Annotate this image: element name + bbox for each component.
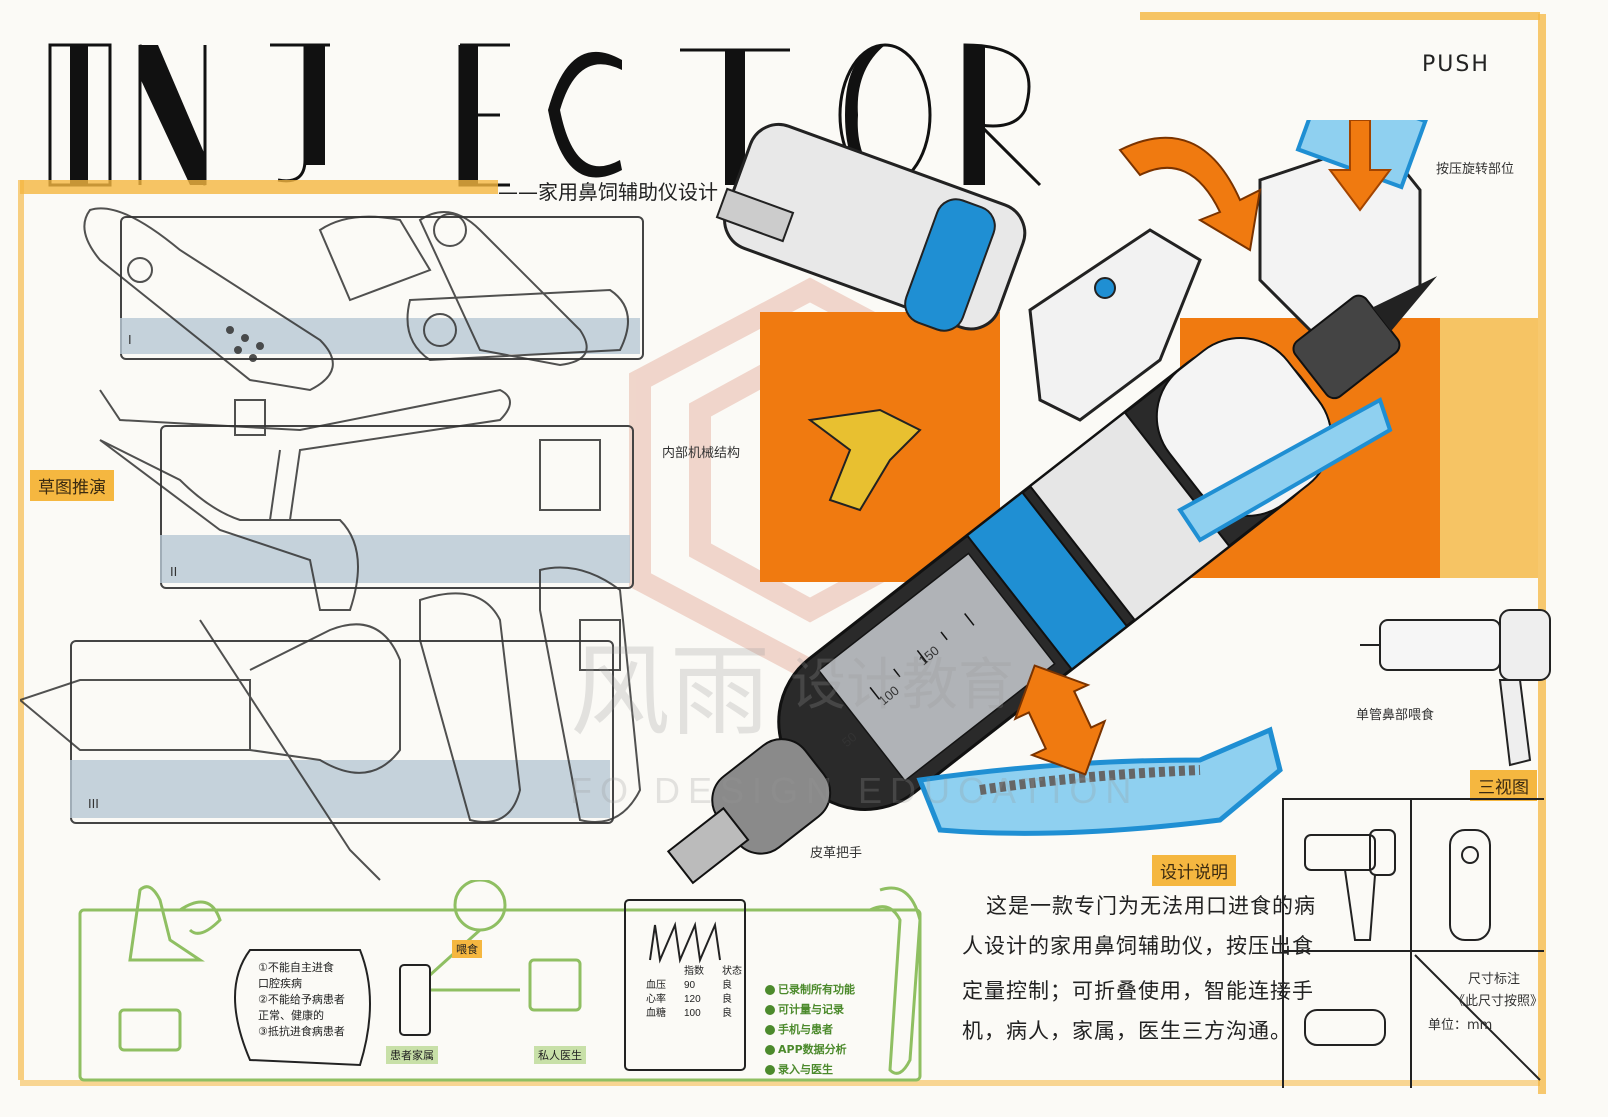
dimension-line-2: 《此尺寸按照》 — [1452, 994, 1544, 1009]
user-flow-diagram — [78, 880, 922, 1082]
note-leather-grip: 皮革把手 — [810, 846, 863, 861]
flow-table-header: 指数 状态 — [684, 966, 742, 977]
table-row: 血糖 100 良 — [646, 1008, 732, 1019]
list-item: 录入与医生 — [778, 1063, 833, 1076]
dimension-line-1: 尺寸标注 — [1468, 972, 1521, 987]
flow-features: 已录制所有功能 可计量与记录 手机与患者 APP数据分析 录入与医生 — [778, 980, 855, 1080]
roman-1: I — [128, 332, 132, 347]
note-press-rotate: 按压旋转部位 — [1436, 162, 1515, 177]
sketch-panel-2-shade — [160, 535, 630, 583]
sketch-panel-1-shade — [120, 318, 640, 354]
watermark-text-1: 风雨 — [570, 633, 770, 750]
frame-left-stroke — [18, 180, 24, 1080]
dimension-unit: 单位：mm — [1428, 1018, 1493, 1033]
section-tag-sketch: 草图推演 — [30, 470, 114, 501]
watermark-text-2: 设计教育 — [790, 653, 1014, 718]
subtitle: ——家用鼻饲辅助仪设计 — [498, 180, 718, 204]
list-item: 可计量与记录 — [778, 1003, 844, 1016]
table-row: 血压 90 良 — [646, 980, 732, 991]
note-internal-mechanism: 内部机械结构 — [662, 446, 741, 461]
list-item: 已录制所有功能 — [778, 983, 855, 996]
roman-2: II — [170, 564, 178, 579]
flow-tag-doctor: 私人医生 — [534, 1046, 586, 1064]
sketch-panel-3 — [70, 640, 614, 824]
injector-render — [666, 120, 1551, 885]
flow-note-4: 正常、健康的 — [258, 1009, 324, 1022]
three-view-rule-mid — [1410, 798, 1412, 1088]
sketch-panel-2 — [160, 425, 634, 589]
three-view-rule-left — [1282, 798, 1284, 1088]
section-tag-design-desc: 设计说明 — [1152, 855, 1236, 886]
flow-note-1: ①不能自主进食 — [258, 961, 334, 974]
title-lettering — [48, 43, 1042, 187]
roman-3: III — [88, 796, 99, 811]
three-view-drawings — [1304, 829, 1541, 1081]
orange-backdrop-light — [1440, 318, 1538, 578]
frame-right-stroke — [1538, 14, 1546, 1094]
description-line-4: 机，病人，家属，医生三方沟通。 — [962, 1019, 1292, 1043]
pencil-sketches — [20, 207, 642, 881]
description-line-1: 这是一款专门为无法用口进食的病 — [986, 894, 1316, 918]
flow-tag-phone: 患者家属 — [386, 1046, 438, 1064]
three-view-rule-top — [1282, 798, 1544, 800]
flow-note-3: ②不能给予病患者 — [258, 993, 345, 1006]
note-single-tube: 单管鼻部喂食 — [1356, 708, 1435, 723]
list-item: 手机与患者 — [778, 1023, 833, 1036]
section-tag-three-view: 三视图 — [1470, 770, 1537, 801]
flow-data-table: 指数 状态 血压 90 良 心率 120 良 血糖 100 良 — [646, 965, 746, 1021]
flow-note-5: ③抵抗进食病患者 — [258, 1025, 345, 1038]
flow-notes: ①不能自主进食 口腔疾病 ②不能给予病患者 正常、健康的 ③抵抗进食病患者 — [258, 960, 345, 1040]
list-item: APP数据分析 — [778, 1043, 847, 1056]
table-row: 心率 120 良 — [646, 994, 732, 1005]
watermark-text-3: FO DESIGN EDUCATION — [570, 770, 1140, 811]
three-view-rule-h — [1282, 950, 1544, 952]
description-line-3: 定量控制；可折叠使用，智能连接手 — [962, 979, 1314, 1003]
frame-bottom-stroke — [20, 1080, 1540, 1086]
flow-tag-feed: 喂食 — [452, 940, 482, 958]
frame-top-left-stroke — [20, 180, 498, 194]
push-label: PUSH — [1422, 52, 1490, 77]
flow-note-2: 口腔疾病 — [258, 977, 302, 990]
description-line-2: 人设计的家用鼻饲辅助仪，按压出食 — [962, 934, 1314, 958]
frame-top-right-stroke — [1140, 12, 1540, 20]
